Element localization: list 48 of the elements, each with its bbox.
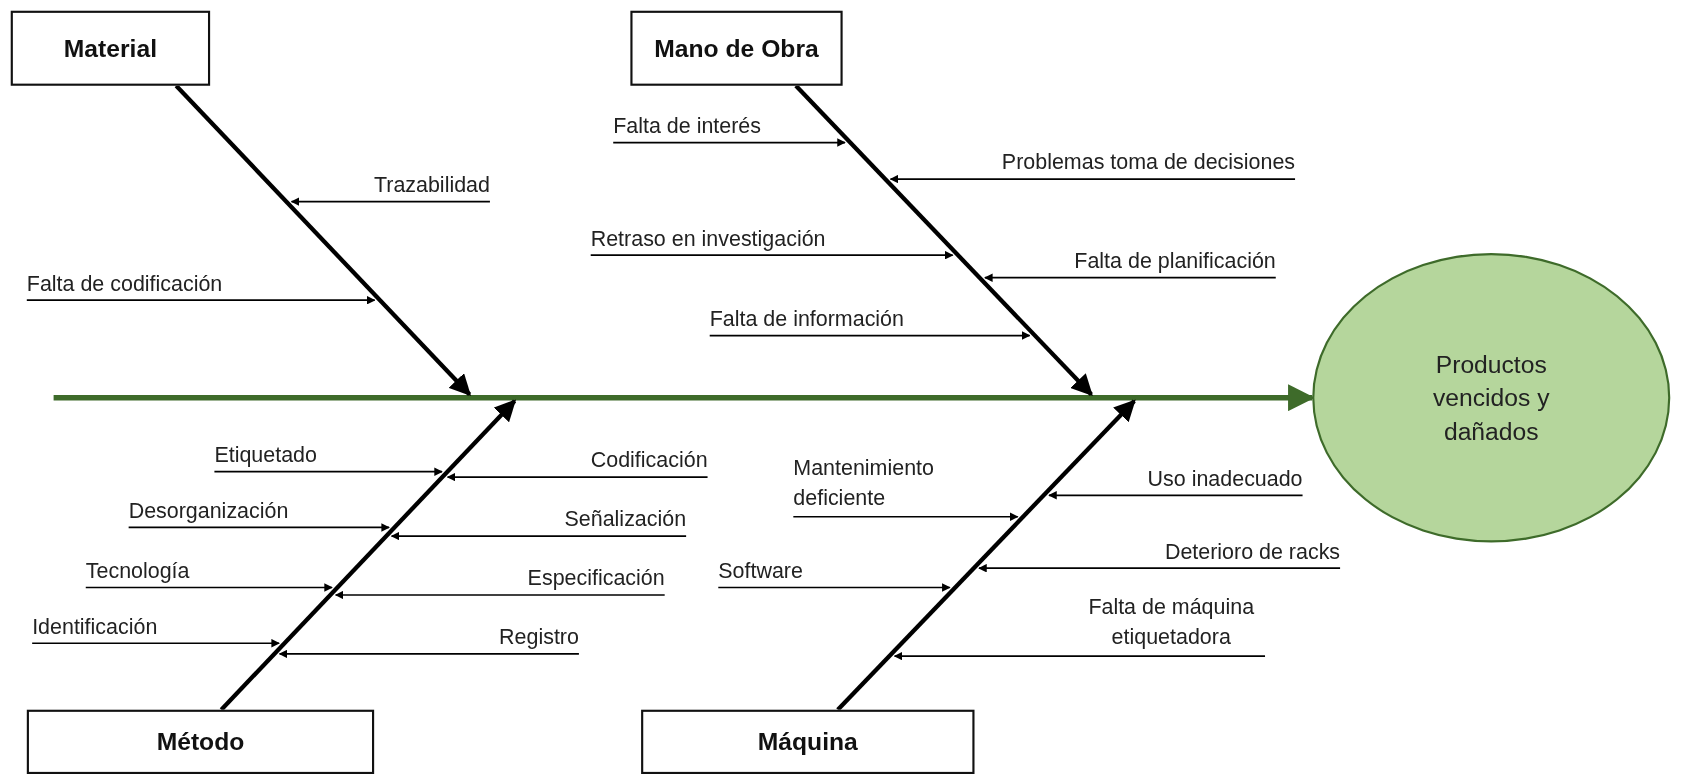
arrow [31,638,280,648]
arrow [174,84,472,397]
cause-label: Registro [499,623,579,654]
arrow [893,651,1266,661]
arrow [25,295,376,305]
cause-label: Identificación [32,613,158,644]
category-box: Material [10,10,211,86]
arrow [290,197,491,206]
cause-label: Falta de información [709,305,904,336]
cause-label: Mantenimiento deficiente [793,452,978,517]
category-box: Máquina [641,709,975,774]
arrow [219,399,517,712]
arrow [84,583,333,592]
arrow [213,467,443,476]
cause-label: Falta de codificación [26,270,223,301]
arrow [792,512,1019,521]
arrow [984,273,1277,282]
arrow [978,563,1341,573]
cause-label: Falta de máquina etiquetadora [1077,591,1266,657]
arrow [889,174,1296,184]
cause-label: Tecnología [85,557,190,588]
category-box: Mano de Obra [630,10,843,86]
effect-ellipse: Productos vencidos y dañados [1312,253,1671,543]
arrow [278,649,580,659]
arrow [794,84,1093,397]
arrow [390,531,687,541]
arrow [1048,491,1304,500]
arrow [127,523,390,532]
arrow [334,590,666,600]
cause-label: Codificación [590,447,708,478]
cause-label: Etiquetado [214,441,317,472]
cause-label: Falta de interés [613,112,761,143]
cause-label: Especificación [527,565,665,595]
arrow [612,138,846,147]
arrow [836,399,1136,712]
category-box: Método [26,709,375,774]
arrow [708,331,1031,340]
cause-label: Trazabilidad [373,171,490,202]
cause-label: Problemas toma de decisiones [1001,149,1296,180]
arrow [717,583,951,592]
cause-label: Uso inadecuado [1147,465,1303,496]
cause-label: Desorganización [128,497,289,528]
arrow [446,472,709,482]
cause-label: Software [718,557,803,588]
arrow [589,250,954,260]
cause-label: Retraso en investigación [590,225,826,256]
cause-label: Señalización [564,506,687,537]
cause-label: Falta de planificación [1074,247,1276,278]
